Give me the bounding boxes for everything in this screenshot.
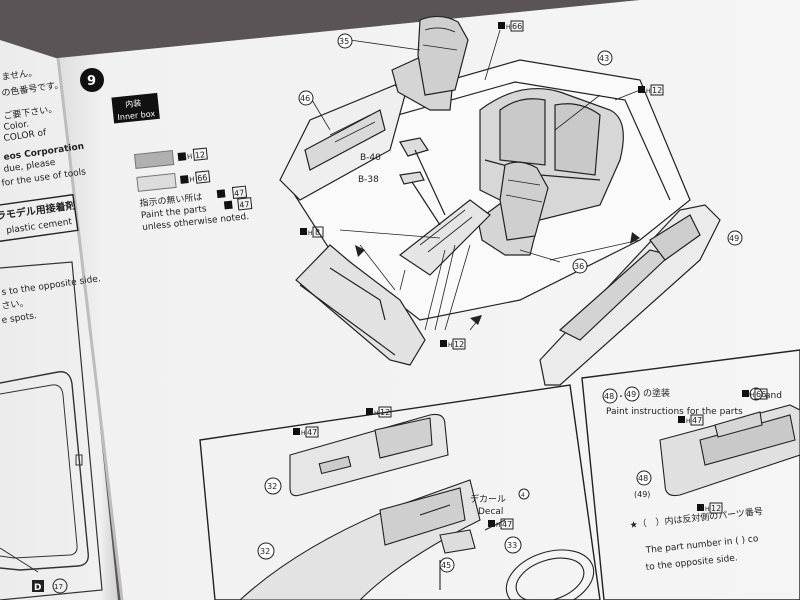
part-d-label: D <box>34 583 41 593</box>
svg-text:H: H <box>448 342 453 349</box>
dash-code-47: 47 <box>307 428 317 437</box>
dash-part-33: 33 <box>507 541 517 550</box>
callout-36: 36 <box>572 258 588 274</box>
legend-title-en: Inner box <box>117 109 156 122</box>
svg-text:H: H <box>301 430 306 437</box>
assembly-arrows <box>355 232 640 325</box>
left-page <box>0 40 118 600</box>
text-spots: e spots. <box>1 311 37 326</box>
dash-part-32b: 32 <box>260 547 270 556</box>
dash-part-32a: 32 <box>267 482 277 491</box>
svg-text:8: 8 <box>315 228 320 237</box>
callout-b40: B-40 <box>360 153 381 163</box>
svg-text:H: H <box>686 418 691 425</box>
decal-en: Decal <box>478 507 503 517</box>
legend-title-jp: 内装 <box>125 98 142 110</box>
swatch1-code: 12 <box>194 150 205 160</box>
dash-part-45: 45 <box>441 561 451 570</box>
svg-text:H: H <box>506 24 511 31</box>
door-title-jp: の塗装 <box>643 387 670 399</box>
step-number: 9 <box>87 74 96 89</box>
door-part-49: 49 <box>626 390 636 399</box>
svg-text:H: H <box>187 153 193 162</box>
dashboard-inset: H 47 H 12 32 デカール Decal 4 H 47 33 32 45 <box>199 384 601 600</box>
door-part-49b: (49) <box>634 490 650 499</box>
svg-text:H: H <box>646 88 651 95</box>
svg-text:H: H <box>496 522 501 529</box>
svg-text:H: H <box>705 506 710 513</box>
svg-text:H: H <box>189 175 195 184</box>
door-code-66: 66 <box>756 390 766 399</box>
decal-num: 4 <box>521 492 525 499</box>
svg-text:12: 12 <box>652 86 662 95</box>
door-title-en: Paint instructions for the parts <box>606 407 743 417</box>
part-17-label: 17 <box>54 583 63 591</box>
svg-text:B-40: B-40 <box>360 153 381 163</box>
legend-note-en1-code: 47 <box>239 200 250 210</box>
door-code-12: 12 <box>711 504 721 513</box>
svg-text:H: H <box>308 230 313 237</box>
svg-text:12: 12 <box>454 340 464 349</box>
callout-43: 43 <box>597 50 613 66</box>
swatch-light <box>136 172 177 192</box>
svg-text:・: ・ <box>617 392 625 401</box>
door-and: and <box>765 391 782 401</box>
text-jp-4: さい。 <box>1 297 29 312</box>
svg-text:43: 43 <box>599 54 609 63</box>
svg-text:H: H <box>750 392 755 399</box>
svg-text:36: 36 <box>574 262 584 271</box>
callout-35: 35 <box>337 33 353 49</box>
door-part-48: 48 <box>604 392 614 401</box>
decal-jp: デカール <box>470 493 506 505</box>
swatch2-code: 66 <box>197 173 208 183</box>
door-part-48b: 48 <box>638 474 648 483</box>
svg-text:66: 66 <box>512 22 522 31</box>
text-jp-1: ません。 <box>1 67 38 83</box>
door-code-47: 47 <box>692 416 702 425</box>
svg-text:H: H <box>374 410 379 417</box>
callout-49: 49 <box>727 230 743 246</box>
svg-text:35: 35 <box>339 37 349 46</box>
svg-text:B-38: B-38 <box>358 175 379 185</box>
interior-diagram <box>279 15 721 386</box>
swatch-grey <box>133 150 175 170</box>
legend-note-code: 47 <box>234 188 245 198</box>
step-badge: 9 <box>80 68 104 92</box>
callout-b38: B-38 <box>358 175 379 185</box>
callout-46: 46 <box>298 90 314 106</box>
text-en-1: Color. <box>3 120 30 133</box>
svg-text:49: 49 <box>729 234 739 243</box>
dash-code-12: 12 <box>380 408 390 417</box>
dash-code-47b: 47 <box>502 520 512 529</box>
svg-text:46: 46 <box>300 94 310 103</box>
